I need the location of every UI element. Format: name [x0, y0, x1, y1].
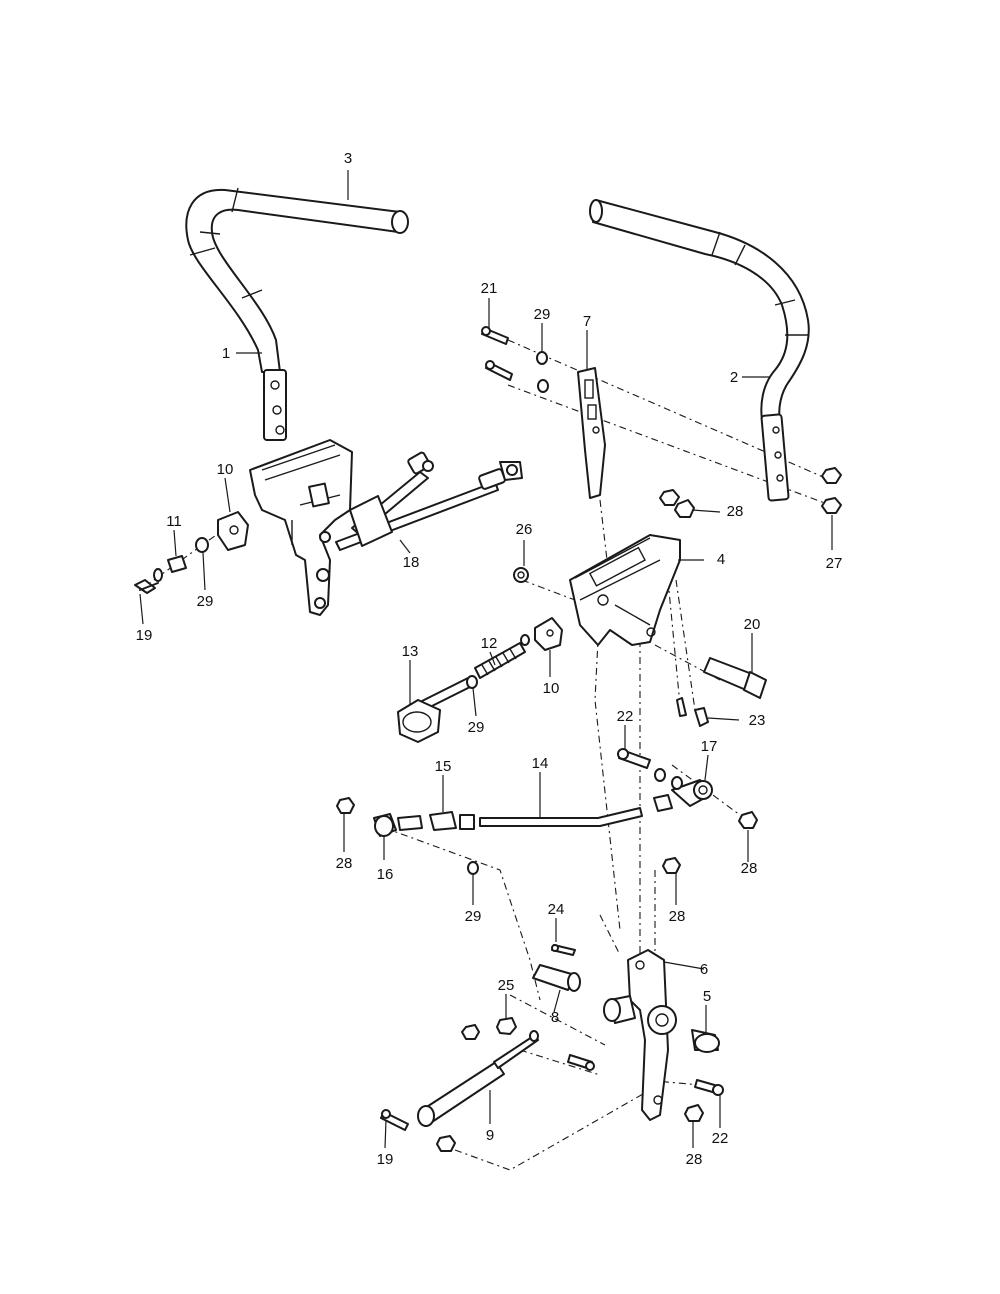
callout-1: 1 — [222, 345, 230, 362]
callout-28: 28 — [669, 908, 686, 925]
callout-7: 7 — [583, 313, 591, 330]
callout-24: 24 — [548, 901, 565, 918]
callout-2: 2 — [730, 369, 738, 386]
callout-28: 28 — [727, 503, 744, 520]
callout-14: 14 — [532, 755, 549, 772]
callout-21: 21 — [481, 280, 498, 297]
linkage-rod-part — [335, 451, 523, 551]
callout-29: 29 — [465, 908, 482, 925]
gas-strut-part — [380, 1017, 724, 1152]
callout-12: 12 — [481, 635, 498, 652]
callout-28: 28 — [686, 1151, 703, 1168]
callout-4: 4 — [717, 551, 725, 568]
callout-27: 27 — [826, 555, 843, 572]
callout-16: 16 — [377, 866, 394, 883]
callout-28: 28 — [336, 855, 353, 872]
mid-nut-group — [336, 797, 758, 875]
callout-labels: 3 1 2 7 21 29 4 28 27 26 20 23 22 17 14 … — [136, 150, 843, 1168]
callout-26: 26 — [516, 521, 533, 538]
callout-20: 20 — [744, 616, 761, 633]
left-hardware-group — [134, 511, 249, 594]
callout-28: 28 — [741, 860, 758, 877]
lower-pivot-lever-part — [532, 944, 720, 1121]
callout-19: 19 — [136, 627, 153, 644]
center-bracket-part — [569, 534, 681, 646]
left-lap-bar-part — [185, 187, 409, 441]
callout-3: 3 — [344, 150, 352, 167]
callout-23: 23 — [749, 712, 766, 729]
callout-11: 11 — [166, 513, 182, 530]
callout-17: 17 — [701, 738, 718, 755]
callout-29: 29 — [534, 306, 551, 323]
callout-10: 10 — [217, 461, 234, 478]
leader-lines — [139, 170, 833, 1149]
top-bolt-group — [481, 326, 549, 393]
callout-15: 15 — [435, 758, 452, 775]
callout-13: 13 — [402, 643, 419, 660]
left-control-lever-part — [249, 439, 353, 616]
adjustment-plate-part — [577, 367, 606, 499]
callout-5: 5 — [703, 988, 711, 1005]
upper-nut-group — [513, 467, 842, 583]
pivot-bolt-part — [676, 657, 767, 727]
callout-22: 22 — [712, 1130, 729, 1147]
callout-18: 18 — [403, 554, 420, 571]
assembly-guide-lines — [139, 339, 831, 1171]
callout-10: 10 — [543, 680, 560, 697]
callout-9: 9 — [486, 1127, 494, 1144]
callout-6: 6 — [700, 961, 708, 978]
spring-knob-group — [397, 617, 563, 743]
right-lap-bar-part — [589, 199, 810, 502]
callout-25: 25 — [498, 977, 515, 994]
callout-19: 19 — [377, 1151, 394, 1168]
callout-29: 29 — [197, 593, 214, 610]
adjustment-rod-part — [373, 748, 713, 837]
callout-22: 22 — [617, 708, 634, 725]
callout-8: 8 — [551, 1009, 559, 1026]
callout-29: 29 — [468, 719, 485, 736]
